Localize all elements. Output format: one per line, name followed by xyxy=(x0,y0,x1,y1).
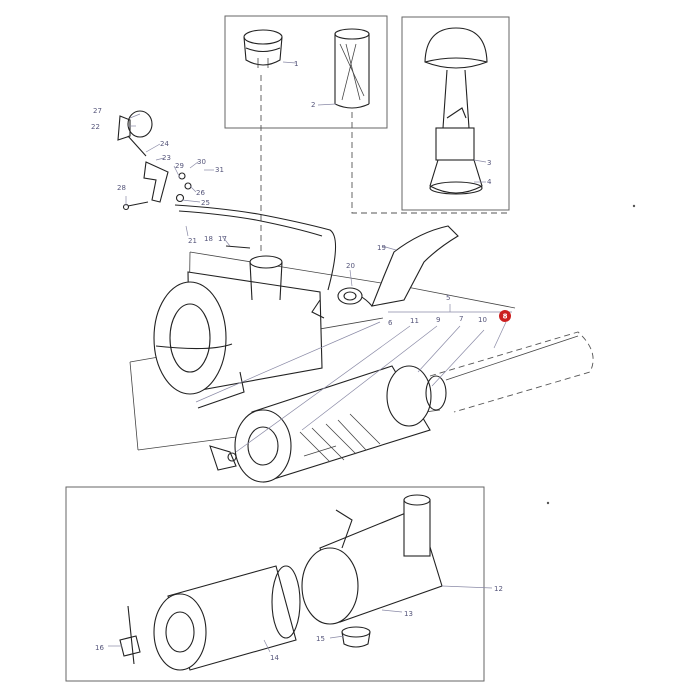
callout-20: 20 xyxy=(346,262,355,270)
main-air-cleaner-body xyxy=(153,271,323,409)
part-outer-element xyxy=(153,565,301,671)
callout-11: 11 xyxy=(410,317,419,325)
callout-16: 16 xyxy=(95,644,104,652)
callout-6: 6 xyxy=(388,319,393,327)
intake-neck xyxy=(249,255,283,301)
callout-19: 19 xyxy=(377,244,386,252)
leader-8 xyxy=(493,321,507,349)
highlighted-part-label: 8 xyxy=(503,313,508,321)
mounting-bracket-hardware xyxy=(122,161,251,249)
callout-1: 1 xyxy=(294,60,298,68)
hose-clamp xyxy=(311,287,363,319)
callout-12: 12 xyxy=(494,585,503,593)
stray-dot xyxy=(546,501,550,505)
callout-29: 29 xyxy=(175,162,184,170)
leader-11 xyxy=(235,325,411,453)
callout-4: 4 xyxy=(487,178,492,186)
part-cylinder-element xyxy=(334,28,370,109)
leader-7 xyxy=(417,325,461,373)
callout-7: 7 xyxy=(459,315,463,323)
callout-14: 14 xyxy=(270,654,279,662)
callout-18: 18 xyxy=(204,235,213,243)
restriction-indicator xyxy=(117,110,153,157)
inset-box-precleaner xyxy=(401,16,510,211)
callout-30: 30 xyxy=(197,158,206,166)
leader-6 xyxy=(195,321,381,403)
leader-10 xyxy=(431,329,485,387)
callout-9: 9 xyxy=(436,316,440,324)
inset-box-cap-element xyxy=(224,15,388,129)
stray-dot xyxy=(632,204,636,208)
highlighted-part-marker: 8 xyxy=(499,310,511,322)
callout-27: 27 xyxy=(93,107,102,115)
dash-tube-right xyxy=(351,112,510,214)
callout-17: 17 xyxy=(218,235,227,243)
callout-28: 28 xyxy=(117,184,126,192)
callout-5: 5 xyxy=(446,294,450,302)
callout-22: 22 xyxy=(91,123,100,131)
callout-23: 23 xyxy=(162,154,171,162)
part-housing xyxy=(301,494,443,625)
inset-box-assembly xyxy=(65,486,485,682)
part-bracket-strap xyxy=(119,605,141,665)
part-cap xyxy=(243,29,283,68)
callout-3: 3 xyxy=(487,159,491,167)
wing-nut xyxy=(209,445,237,471)
inner-safety-element xyxy=(425,331,594,413)
callout-25: 25 xyxy=(201,199,210,207)
callout-13: 13 xyxy=(404,610,413,618)
callout-26: 26 xyxy=(196,189,205,197)
callout-15: 15 xyxy=(316,635,325,643)
leader-9 xyxy=(301,325,438,431)
callout-21: 21 xyxy=(188,237,197,245)
callout-10: 10 xyxy=(478,316,487,324)
filter-element-main xyxy=(234,365,432,483)
callout-2: 2 xyxy=(311,101,315,109)
part-dust-cap xyxy=(341,626,371,648)
part-precleaner xyxy=(424,27,488,195)
breather-hose xyxy=(174,204,337,291)
callout-31: 31 xyxy=(215,166,224,174)
callout-24: 24 xyxy=(160,140,169,148)
